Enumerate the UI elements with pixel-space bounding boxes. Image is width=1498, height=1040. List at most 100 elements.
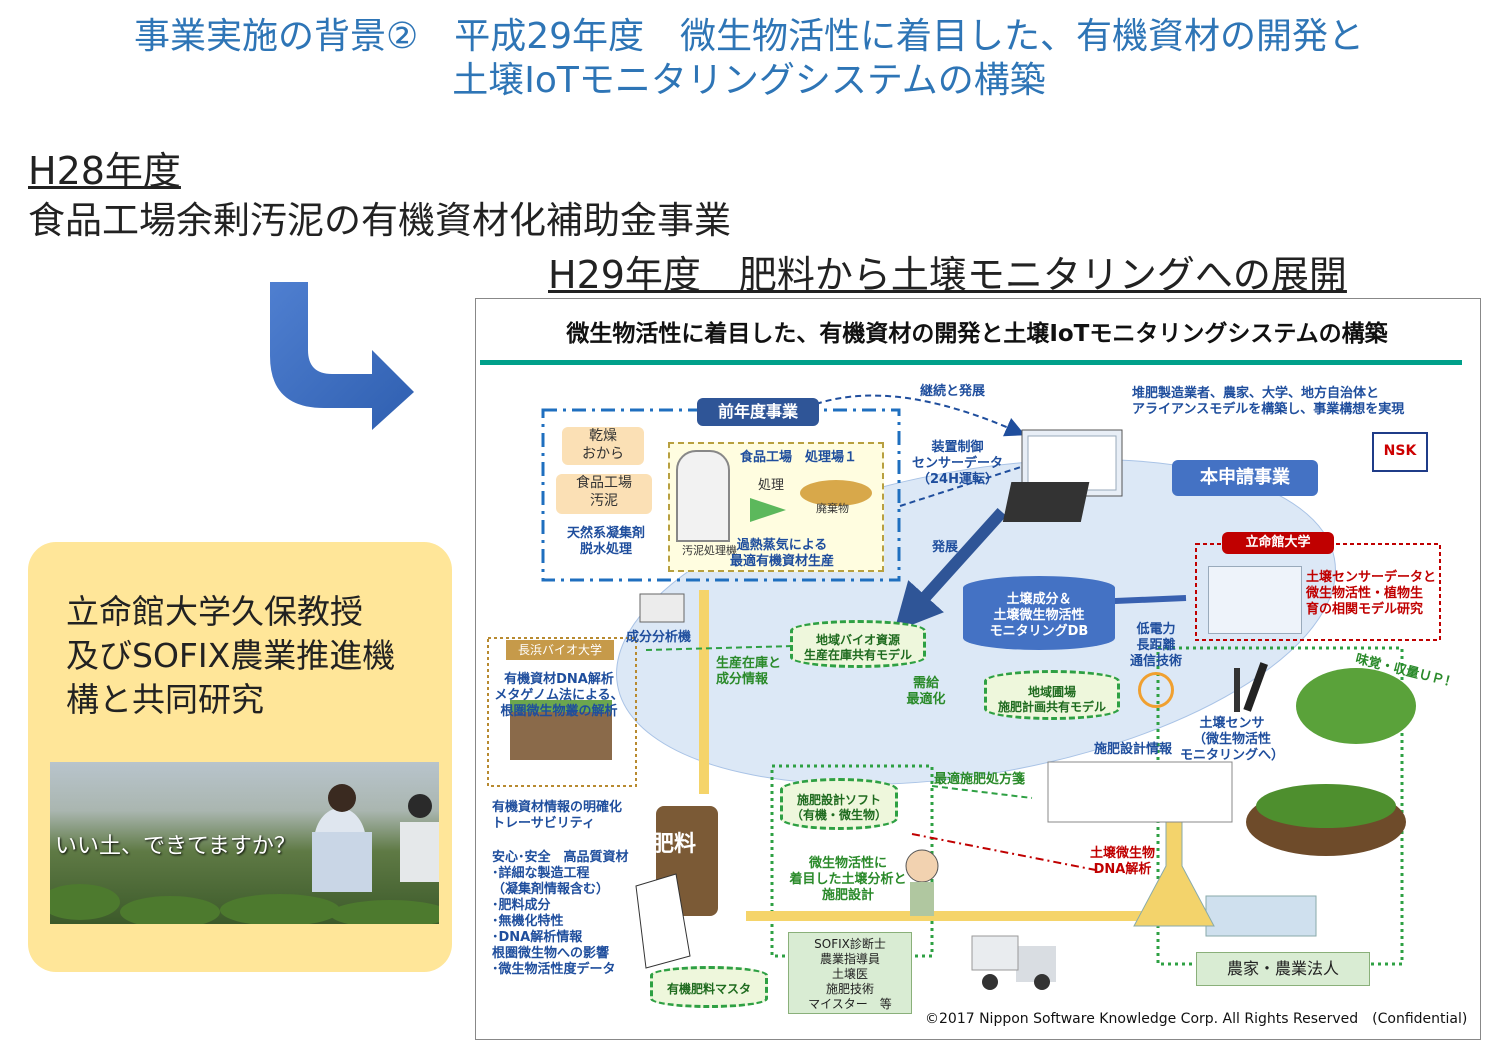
- ritsumei-line2: 微生物活性・植物生: [1306, 586, 1424, 601]
- alliance-text: 堆肥製造業者、農家、大学、地方自治体と アライアンスモデルを構築し、事業構想を実…: [1132, 386, 1404, 418]
- natural-coagulant-line1: 天然系凝集剤: [566, 526, 645, 541]
- copyright: ©2017 Nippon Software Knowledge Corp. Al…: [925, 1011, 1468, 1027]
- sofix-box: SOFIX診断士 農業指導員 土壌医 施肥技術 マイスター 等: [788, 932, 912, 1014]
- micro-analysis-line1: 微生物活性に: [808, 856, 887, 871]
- nagahama-line3: 根圏微生物叢の解析: [500, 704, 618, 719]
- wireless-icon: [1138, 672, 1174, 708]
- sofix-line3: 土壌医: [831, 967, 868, 981]
- fert-software-line2: （有機・微生物）: [790, 808, 887, 822]
- supply-line1: 需給: [912, 676, 939, 691]
- quality-line6: ･DNA解析情報: [492, 930, 583, 945]
- page-title-line2: 土壌IoTモニタリングシステムの構築: [452, 60, 1046, 101]
- traceability-text: 有機資材情報の明確化 トレーサビリティ: [492, 800, 622, 832]
- field-photo: [50, 762, 439, 924]
- waste-label: 廃棄物: [816, 502, 849, 515]
- sensor-line1: 土壌センサ: [1199, 716, 1265, 731]
- sensor-line3: モニタリングへ）: [1180, 748, 1285, 763]
- chip-okara: 乾燥 おから: [562, 427, 644, 465]
- stock-line2: 成分情報: [716, 672, 769, 687]
- alliance-line1: 堆肥製造業者、農家、大学、地方自治体と: [1132, 386, 1380, 401]
- micro-analysis-line3: 施肥設計: [821, 888, 874, 903]
- ritsumei-line1: 土壌センサーデータと: [1306, 570, 1437, 585]
- collaboration-line1: 立命館大学久保教授: [66, 592, 363, 631]
- regional-bio-db: 地域バイオ資源 生産在庫共有モデル: [790, 620, 926, 668]
- nagahama-badge: 長浜バイオ大学: [506, 640, 614, 660]
- h29-label: H29年度 肥料から土壌モニタリングへの展開: [548, 253, 1347, 297]
- db-line2: 土壌微生物活性: [993, 608, 1085, 623]
- quality-line5: ･無機化特性: [492, 914, 564, 929]
- db-label: 土壌成分＆ 土壌微生物活性 モニタリングDB: [966, 592, 1112, 640]
- trace-line1: 有機資材情報の明確化: [492, 800, 623, 815]
- lpwa-text: 低電力 長距離 通信技術: [1130, 622, 1182, 670]
- chip-sludge: 食品工場 汚泥: [556, 474, 652, 514]
- title-divider: [480, 360, 1462, 365]
- regional-bio-line2: 生産在庫共有モデル: [803, 648, 912, 662]
- main-project-badge: 本申請事業: [1172, 460, 1318, 496]
- nagahama-line1: 有機資材DNA解析: [504, 672, 614, 687]
- nagahama-text: 有機資材DNA解析 メタゲノム法による、 根圏微生物叢の解析: [494, 672, 624, 720]
- research-chart-icon: [1208, 566, 1302, 634]
- collaboration-line3: 構と共同研究: [66, 680, 264, 719]
- quality-line3: （凝集剤情報含む）: [492, 882, 610, 897]
- farmers-box: 農家・農業法人: [1196, 952, 1370, 986]
- chip-sludge-line1: 食品工場: [576, 475, 632, 491]
- regional-farm-line1: 地域圃場: [1027, 685, 1076, 699]
- db-line1: 土壌成分＆: [1006, 592, 1072, 607]
- chip-okara-line1: 乾燥: [589, 428, 617, 444]
- alliance-line2: アライアンスモデルを構築し、事業構想を実現: [1132, 402, 1405, 417]
- fert-software-db: 施肥設計ソフト （有機・微生物）: [780, 778, 898, 830]
- stock-line1: 生産在庫と: [716, 656, 782, 671]
- ritsumei-badge: 立命館大学: [1222, 532, 1334, 554]
- quality-line4: ･肥料成分: [492, 898, 551, 913]
- chip-sludge-line2: 汚泥: [590, 493, 618, 509]
- quality-list: 安心･安全 高品質資材 ･詳細な製造工程 （凝集剤情報含む） ･肥料成分 ･無機…: [492, 850, 629, 978]
- steam-text: 過熱蒸気による 最適有機資材生産: [730, 538, 834, 570]
- develop-label: 発展: [932, 540, 959, 555]
- natural-coagulant: 天然系凝集剤 脱水処理: [560, 526, 652, 558]
- device-control-line3: （24H運転）: [917, 472, 998, 487]
- process-label: 処理: [758, 478, 785, 493]
- fertilizer-bag-label: 肥料: [652, 832, 697, 857]
- organic-master-db: 有機肥料マスタ: [650, 966, 768, 1008]
- fert-software-line1: 施肥設計ソフト: [796, 793, 881, 807]
- db-line3: モニタリングDB: [989, 624, 1089, 639]
- regional-farm-line2: 施肥計画共有モデル: [997, 700, 1106, 714]
- compost-icon: [800, 480, 872, 506]
- fert-design-info: 施肥設計情報: [1094, 742, 1173, 757]
- h28-subtitle: 食品工場余剰汚泥の有機資材化補助金事業: [28, 199, 731, 242]
- sludge-machine-label: 汚泥処理機: [682, 544, 737, 557]
- prev-project-badge: 前年度事業: [697, 398, 819, 426]
- regional-bio-line1: 地域バイオ資源: [815, 633, 900, 647]
- natural-coagulant-line2: 脱水処理: [579, 542, 632, 557]
- sofix-line4: 施肥技術: [825, 982, 874, 996]
- soil-dna-text: 土壌微生物 DNA解析: [1090, 846, 1155, 878]
- micro-analysis-line2: 着目した土壌分析と: [789, 872, 907, 887]
- device-control-text: 装置制御 センサーデータ （24H運転）: [912, 440, 1003, 488]
- continue-label: 継続と発展: [920, 384, 986, 399]
- sensor-line2: （微生物活性: [1193, 732, 1272, 747]
- regional-farm-db: 地域圃場 施肥計画共有モデル: [984, 670, 1120, 720]
- device-control-line2: センサーデータ: [912, 456, 1004, 471]
- chip-okara-line2: おから: [582, 446, 624, 462]
- diagram-title: 微生物活性に着目した、有機資材の開発と土壌IoTモニタリングシステムの構築: [566, 321, 1388, 347]
- nagahama-line2: メタゲノム法による、: [494, 688, 624, 703]
- supply-optimize: 需給 最適化: [906, 676, 946, 708]
- quality-line8: ･微生物活性度データ: [492, 962, 616, 977]
- page-title-line1: 事業実施の背景② 平成29年度 微生物活性に着目した、有機資材の開発と: [133, 16, 1365, 57]
- steam-line2: 最適有機資材生産: [730, 554, 835, 569]
- quality-line2: ･詳細な製造工程: [492, 866, 590, 881]
- sensor-text: 土壌センサ （微生物活性 モニタリングへ）: [1180, 716, 1284, 764]
- lpwa-line2: 長距離: [1136, 638, 1176, 653]
- soil-dna-line1: 土壌微生物: [1090, 846, 1156, 861]
- supply-line2: 最適化: [906, 692, 946, 707]
- quality-line1: 安心･安全 高品質資材: [492, 850, 629, 865]
- micro-analysis-text: 微生物活性に 着目した土壌分析と 施肥設計: [788, 856, 908, 904]
- optimal-fert-label: 最適施肥処方箋: [934, 772, 1026, 787]
- trace-line2: トレーサビリティ: [492, 816, 595, 831]
- lpwa-line3: 通信技術: [1130, 654, 1183, 669]
- quality-line7: 根圏微生物への影響: [492, 946, 610, 961]
- nsk-logo: NSK: [1372, 432, 1428, 472]
- sofix-line5: マイスター 等: [808, 997, 892, 1011]
- collaboration-text: 立命館大学久保教授 及びSOFIX農業推進機 構と共同研究: [66, 590, 436, 722]
- analyzer-label: 成分分析機: [626, 630, 692, 645]
